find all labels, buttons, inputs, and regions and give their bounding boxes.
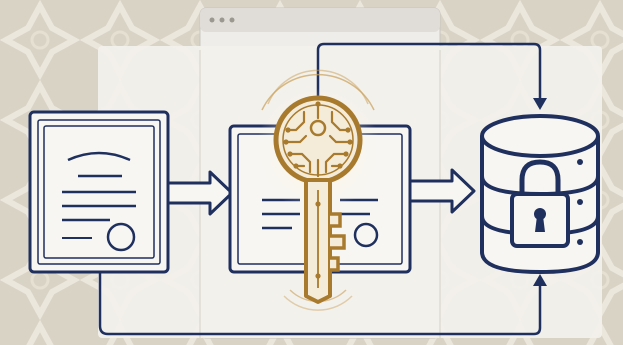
database-lock-icon [482,116,598,272]
source-certificate [30,112,168,272]
window-dots [210,18,235,23]
